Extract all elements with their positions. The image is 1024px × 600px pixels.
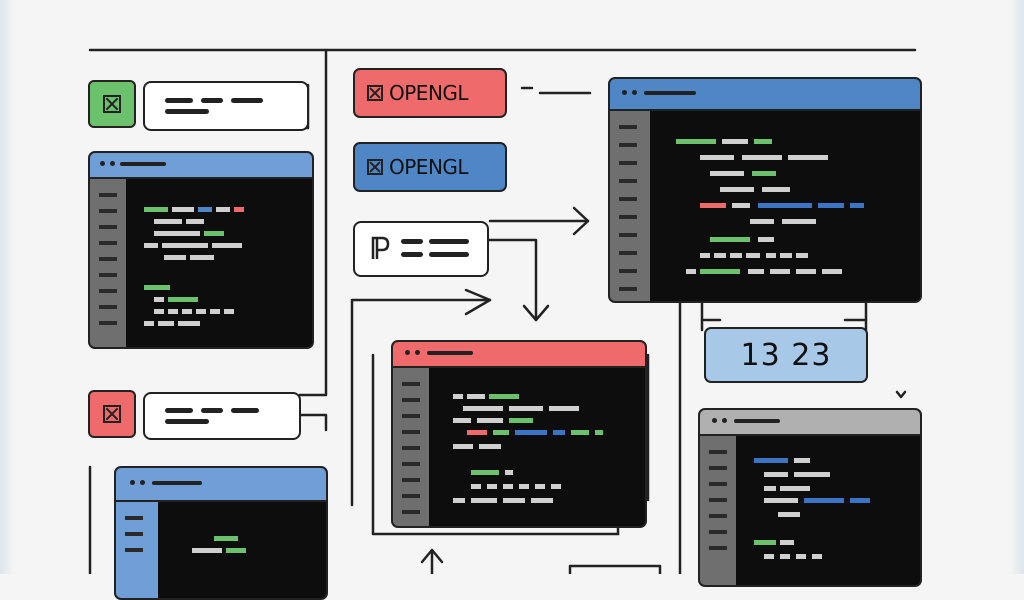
title-bar: [700, 410, 920, 436]
opengl-tag-red[interactable]: OPENGL: [353, 68, 507, 118]
line-gutter: [90, 179, 126, 347]
title-bar: [116, 468, 326, 502]
close-box-icon: [103, 95, 121, 113]
code-window-left[interactable]: [88, 151, 314, 349]
right-vignette: [1010, 0, 1024, 574]
line-gutter: [700, 436, 736, 585]
p-pill[interactable]: [353, 221, 489, 277]
code-lines: [750, 436, 914, 581]
pill-bottom-left: [143, 392, 301, 440]
title-bar: [610, 79, 920, 111]
close-box-red[interactable]: [88, 390, 136, 438]
counter-display: 13 23: [704, 327, 868, 383]
p-icon: [371, 236, 390, 259]
close-box-green[interactable]: [88, 80, 136, 128]
title-bar: [393, 342, 645, 368]
code-lines: [443, 368, 639, 522]
close-box-icon: [103, 405, 121, 423]
code-lines: [166, 502, 320, 594]
line-gutter: [610, 111, 650, 301]
line-gutter: [116, 502, 158, 598]
close-box-icon: [367, 85, 383, 101]
connector-lines: [88, 48, 917, 574]
close-box-icon: [367, 159, 383, 175]
code-lines: [140, 179, 306, 343]
title-bar: [90, 153, 312, 179]
line-gutter: [393, 368, 429, 526]
opengl-label: OPENGL: [389, 155, 469, 179]
code-window-bottom-left[interactable]: [114, 466, 328, 600]
code-lines: [670, 111, 914, 297]
pill-top-left: [143, 81, 309, 131]
opengl-label: OPENGL: [389, 81, 469, 105]
code-window-top-right[interactable]: [608, 77, 922, 303]
code-window-center[interactable]: [391, 340, 647, 528]
opengl-tag-blue[interactable]: OPENGL: [353, 142, 507, 192]
code-window-bottom-right[interactable]: [698, 408, 922, 587]
left-vignette: [0, 0, 14, 574]
